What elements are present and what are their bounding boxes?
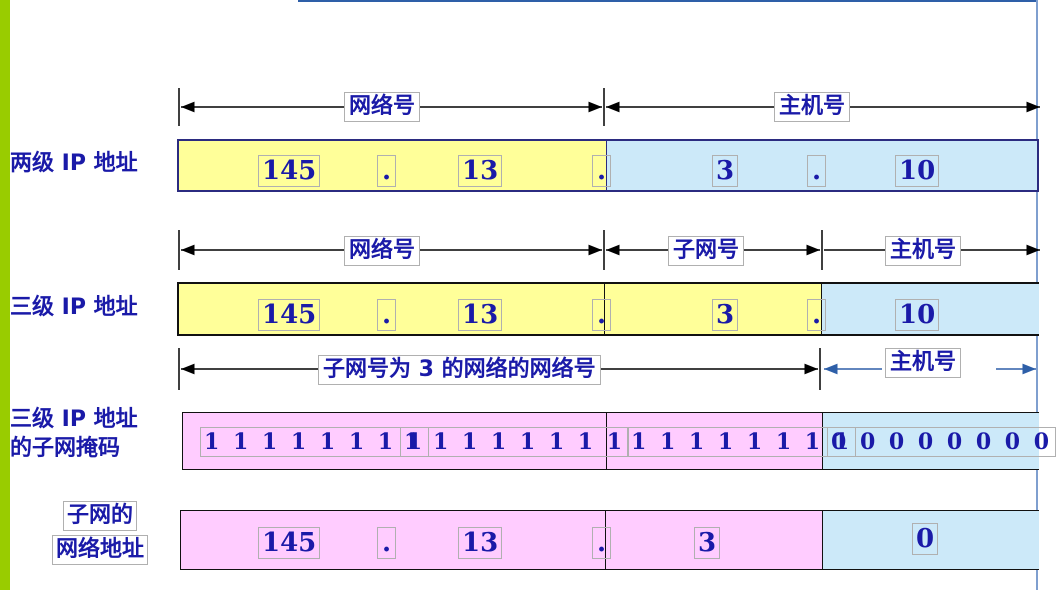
mask-bits-octet-3: 1 1 1 1 1 1 1 1 <box>627 427 857 457</box>
subnet-address-network-field <box>180 510 605 570</box>
network-field <box>177 282 605 336</box>
dot-separator: . <box>377 527 397 559</box>
mask-subnet-field <box>606 412 822 470</box>
octet-4: 0 <box>912 523 939 555</box>
host-field <box>822 282 1039 336</box>
host-number-tag: 主机号 <box>774 92 851 122</box>
subnet-address-subnet-field <box>605 510 822 570</box>
octet-2: 13 <box>458 155 503 187</box>
octet-1: 145 <box>258 155 321 187</box>
octet-1: 145 <box>258 299 321 331</box>
octet-4: 10 <box>895 155 940 187</box>
network-number-tag: 网络号 <box>344 92 421 122</box>
subnet-address-label-line2: 网络地址 <box>52 535 149 565</box>
three-level-ip-label: 三级 IP 地址 <box>10 295 138 320</box>
octet-1: 145 <box>258 527 321 559</box>
subnet-mask-label-line1: 三级 IP 地址 <box>10 407 138 432</box>
mask-network-field <box>182 412 606 470</box>
accent-bar <box>0 0 10 590</box>
subnet-number-tag: 子网号 <box>668 236 745 266</box>
subnet-field <box>605 282 822 336</box>
dot-separator: . <box>807 155 827 187</box>
mask-host-field <box>822 412 1039 470</box>
octet-2: 13 <box>458 527 503 559</box>
dot-separator: . <box>377 299 397 331</box>
dot-separator: . <box>377 155 397 187</box>
dot-separator: . <box>592 527 612 559</box>
network-field <box>177 139 606 192</box>
host-number-tag: 主机号 <box>885 348 962 378</box>
host-number-tag: 主机号 <box>885 236 962 266</box>
subnet3-network-tag: 子网号为 3 的网络的网络号 <box>318 355 601 385</box>
dot-separator: . <box>592 299 612 331</box>
network-number-tag: 网络号 <box>344 236 421 266</box>
subnet-mask-label-line2: 的子网掩码 <box>10 436 121 461</box>
subnet-address-host-field <box>822 510 1039 570</box>
octet-3: 3 <box>694 527 721 559</box>
subnet-address-label-line1: 子网的 <box>63 501 138 531</box>
dot-separator: . <box>592 155 612 187</box>
mask-bits-octet-1: 1 1 1 1 1 1 1 1 <box>200 427 430 457</box>
top-rule <box>298 0 1038 2</box>
octet-3: 3 <box>712 299 739 331</box>
octet-4: 10 <box>895 299 940 331</box>
mask-bits-octet-4: 0 0 0 0 0 0 0 0 <box>827 427 1056 457</box>
dot-separator: . <box>807 299 827 331</box>
mask-bits-octet-2: 1 1 1 1 1 1 1 1 <box>400 427 630 457</box>
host-field <box>606 139 1039 192</box>
octet-3: 3 <box>712 155 739 187</box>
two-level-ip-label: 两级 IP 地址 <box>10 151 138 176</box>
octet-2: 13 <box>458 299 503 331</box>
